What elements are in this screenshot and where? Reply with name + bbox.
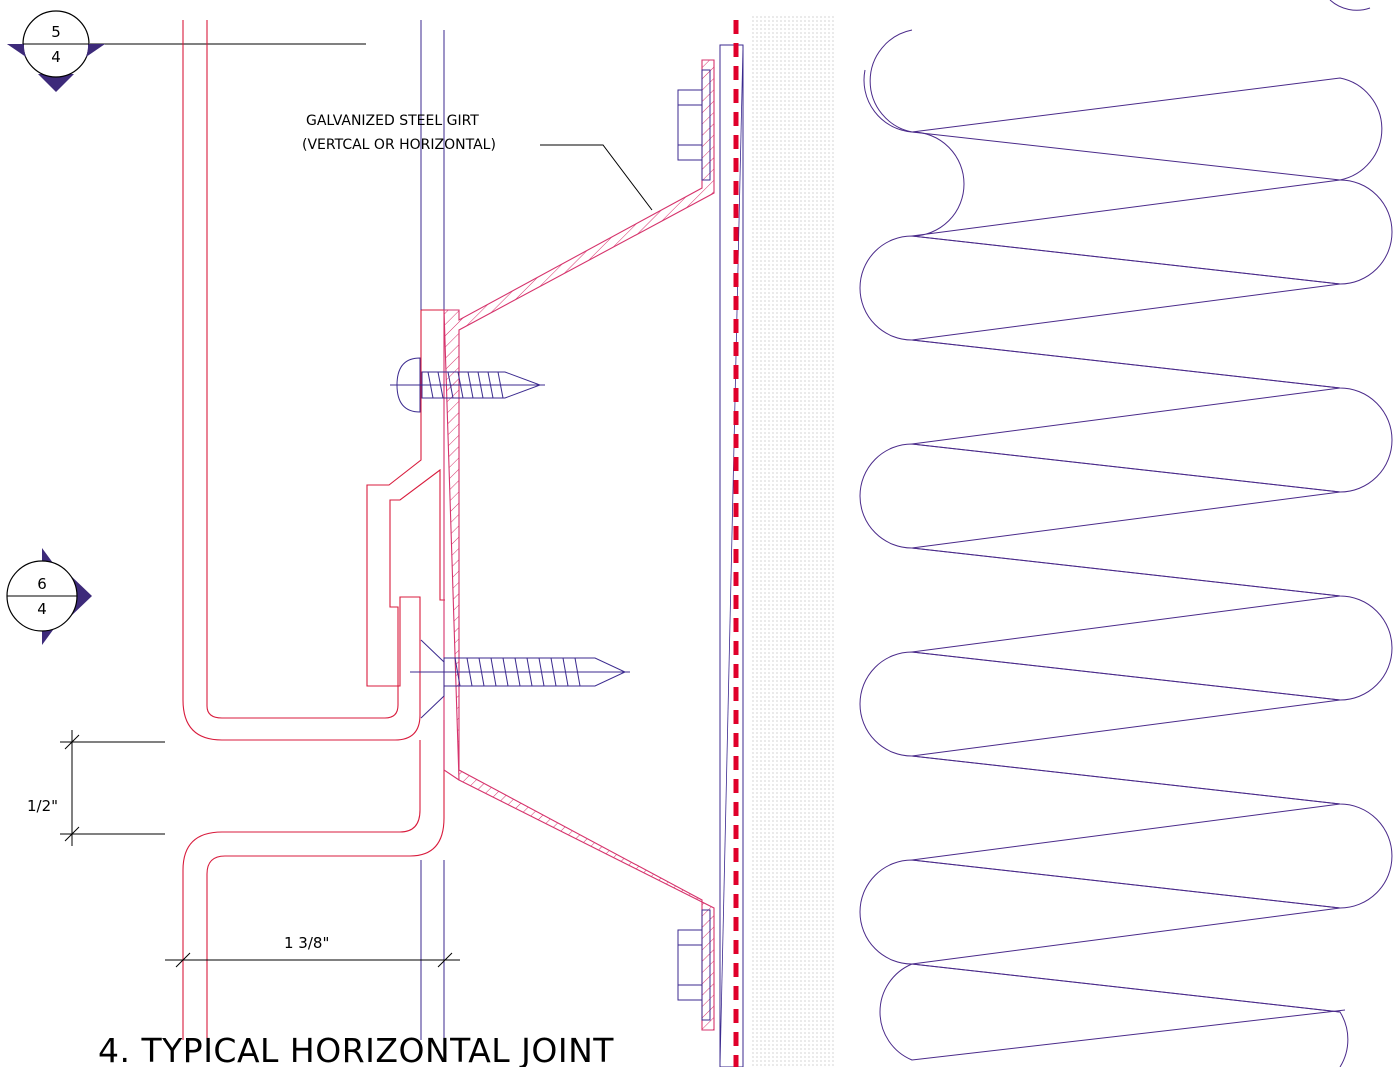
- panel-liner-lines: [420, 20, 445, 1040]
- batt-insulation: [859, 0, 1393, 1067]
- tag-marker-arrow-down: [38, 74, 74, 92]
- galvanized-steel-girt: [443, 59, 715, 1031]
- vertical-dimension-label: 1/2": [27, 797, 58, 815]
- tag-bottom-number: 4: [51, 48, 61, 66]
- section-tag-5-4[interactable]: 5 4: [7, 10, 366, 92]
- tag-wing-left: [7, 44, 26, 57]
- lower-screw: [410, 639, 630, 719]
- metal-panel-profile: [182, 20, 445, 1040]
- horizontal-dimension-label: 1 3/8": [284, 934, 329, 952]
- sheathing-layer: [719, 20, 744, 1067]
- drawing-title: 4. TYPICAL HORIZONTAL JOINT: [98, 1031, 614, 1067]
- girt-callout-line2: (VERTCAL OR HORIZONTAL): [302, 137, 496, 153]
- tag-wing-right: [86, 44, 105, 57]
- upper-screw: [390, 357, 545, 413]
- substrate-fill: [752, 15, 835, 1067]
- upper-panel-outer-skin: [182, 20, 445, 741]
- tag-top-number: 6: [37, 575, 47, 593]
- tag-bottom-number: 4: [37, 600, 47, 618]
- vertical-dimension: [60, 730, 165, 846]
- girt-callout: GALVANIZED STEEL GIRT (VERTCAL OR HORIZO…: [302, 113, 653, 211]
- tag-top-number: 5: [51, 23, 61, 41]
- upper-bolt: [677, 69, 711, 181]
- horizontal-dimension: [165, 952, 460, 968]
- lower-bolt: [677, 909, 711, 1021]
- girt-callout-line1: GALVANIZED STEEL GIRT: [306, 113, 479, 129]
- section-tag-6-4[interactable]: 6 4: [6, 548, 92, 645]
